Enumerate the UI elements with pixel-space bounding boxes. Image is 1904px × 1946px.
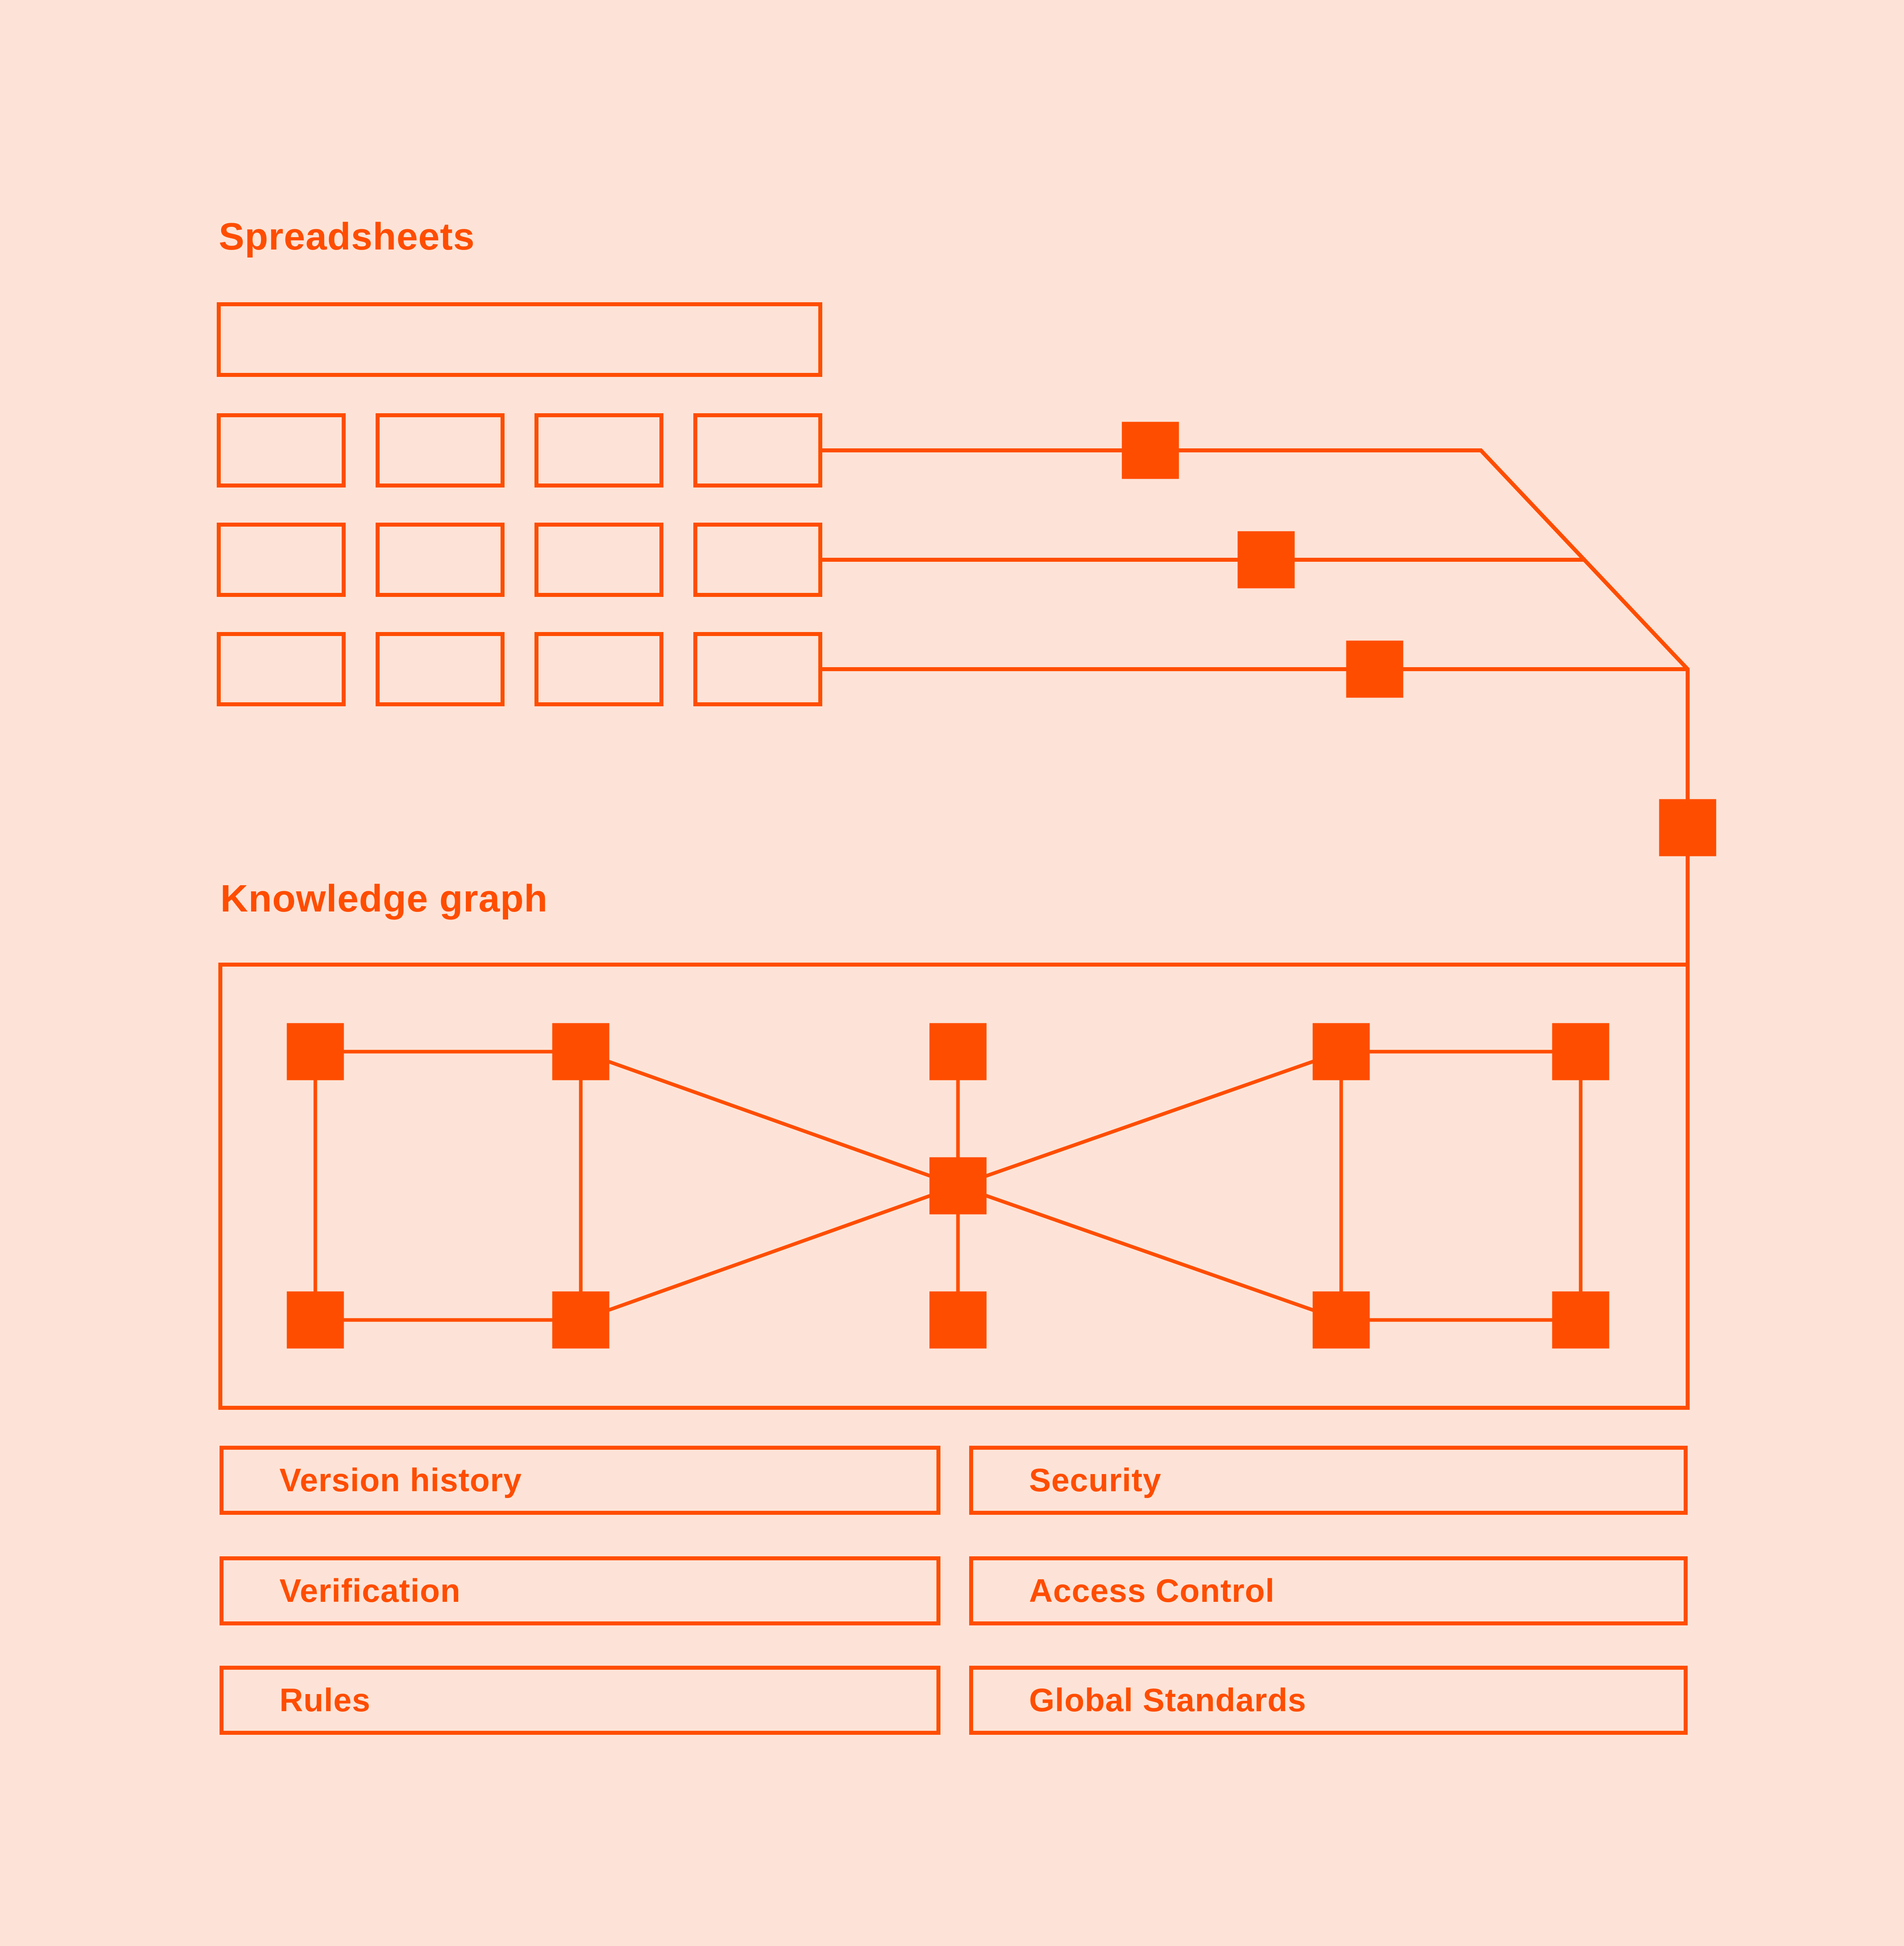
spreadsheet-cell-r2c1 [217, 523, 346, 597]
spreadsheet-cell-r1c3 [534, 413, 663, 487]
connector-marker-2 [1237, 531, 1295, 589]
feature-label: Access Control [1029, 1572, 1275, 1609]
spreadsheet-cell-r2c4 [693, 523, 822, 597]
knowledge-graph-title: Knowledge graph [220, 877, 548, 920]
graph-node-10 [1312, 1291, 1370, 1349]
graph-node-11 [1552, 1291, 1609, 1349]
graph-edge-6 [580, 1184, 959, 1322]
spreadsheet-cell-r3c1 [217, 632, 346, 706]
feature-box-rules: Rules [220, 1666, 940, 1735]
spreadsheet-cell-r1c2 [376, 413, 505, 487]
feature-label: Global Standards [1029, 1682, 1306, 1718]
feature-box-security: Security [969, 1446, 1688, 1515]
spreadsheet-cell-r3c2 [376, 632, 505, 706]
feature-box-global-standards: Global Standards [969, 1666, 1688, 1735]
spreadsheet-cell-r2c3 [534, 523, 663, 597]
graph-node-7 [287, 1291, 344, 1349]
feature-label: Security [1029, 1462, 1162, 1498]
spreadsheet-cell-r3c4 [693, 632, 822, 706]
graph-node-9 [929, 1291, 987, 1349]
spreadsheet-cell-r1c1 [217, 413, 346, 487]
feature-label: Verification [279, 1572, 461, 1609]
feature-label: Version history [279, 1462, 522, 1498]
connector-line-1 [820, 448, 1690, 965]
spreadsheet-cell-r3c3 [534, 632, 663, 706]
graph-node-6 [929, 1157, 987, 1215]
spreadsheets-title: Spreadsheets [219, 215, 475, 258]
spreadsheet-header-row [217, 302, 822, 377]
graph-node-1 [287, 1023, 344, 1080]
graph-node-5 [1552, 1023, 1609, 1080]
connector-marker-1 [1122, 422, 1179, 479]
knowledge-graph-box [218, 963, 1690, 1410]
graph-node-4 [1312, 1023, 1370, 1080]
graph-edge-9 [957, 1050, 1342, 1188]
spreadsheet-cell-r2c2 [376, 523, 505, 597]
connector-marker-4 [1659, 799, 1716, 856]
feature-box-access-control: Access Control [969, 1556, 1688, 1625]
feature-box-version-history: Version history [220, 1446, 940, 1515]
graph-node-8 [552, 1291, 610, 1349]
graph-edge-10 [957, 1184, 1342, 1322]
spreadsheet-cell-r1c4 [693, 413, 822, 487]
feature-box-verification: Verification [220, 1556, 940, 1625]
graph-node-3 [929, 1023, 987, 1080]
connector-marker-3 [1346, 640, 1403, 698]
graph-node-2 [552, 1023, 610, 1080]
graph-edge-5 [580, 1050, 959, 1188]
feature-label: Rules [279, 1682, 371, 1718]
